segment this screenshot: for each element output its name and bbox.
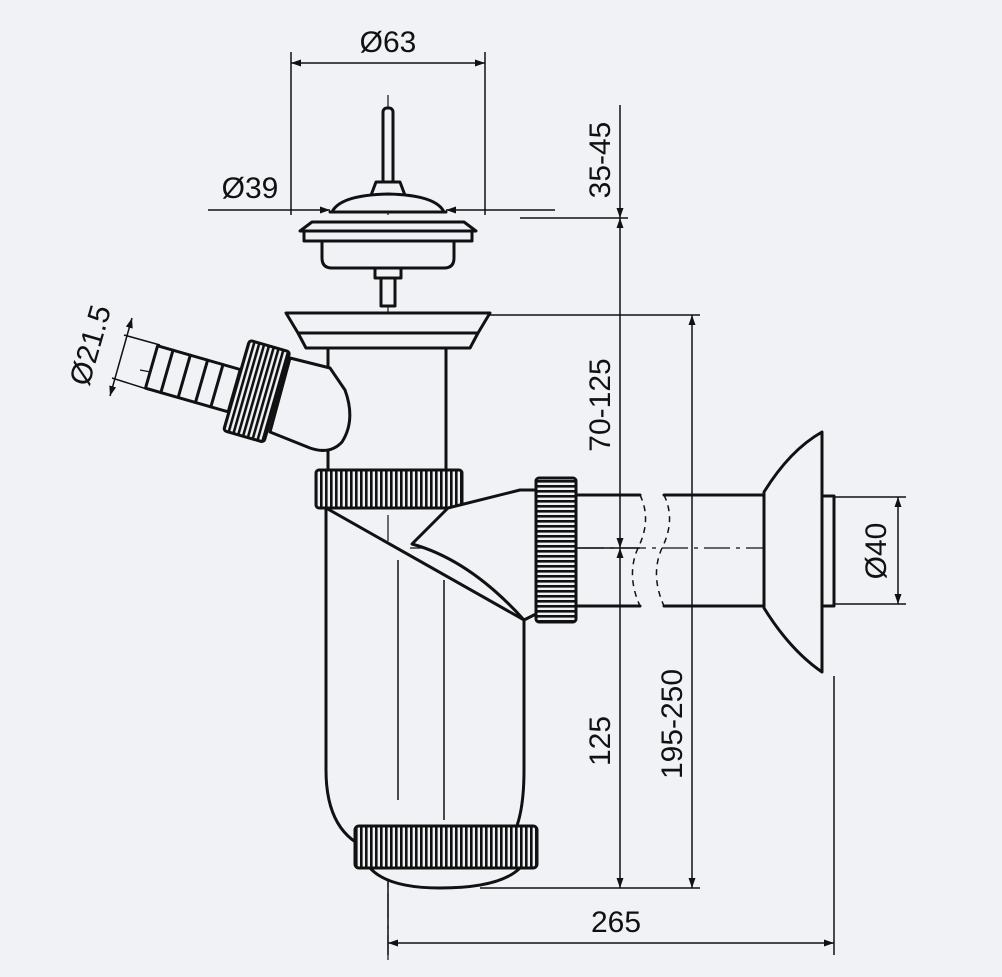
dim-width-265: 265	[591, 906, 641, 939]
outlet-pipe	[534, 430, 836, 674]
sink-flange	[284, 311, 492, 472]
dimension-lines	[109, 52, 906, 955]
siphon-bowl	[314, 468, 542, 890]
dim-diameter-40: Ø40	[860, 523, 893, 580]
dim-height-195-250: 195-250	[656, 669, 689, 779]
dim-height-35-45: 35-45	[584, 122, 617, 199]
drain-stopper	[298, 106, 478, 308]
dim-height-70-125: 70-125	[584, 358, 617, 451]
dim-diameter-63: Ø63	[360, 26, 417, 59]
side-hose-connector	[143, 339, 352, 452]
dim-diameter-39: Ø39	[222, 172, 279, 205]
dim-diameter-21-5: Ø21.5	[64, 302, 118, 390]
dim-height-125: 125	[584, 716, 617, 766]
